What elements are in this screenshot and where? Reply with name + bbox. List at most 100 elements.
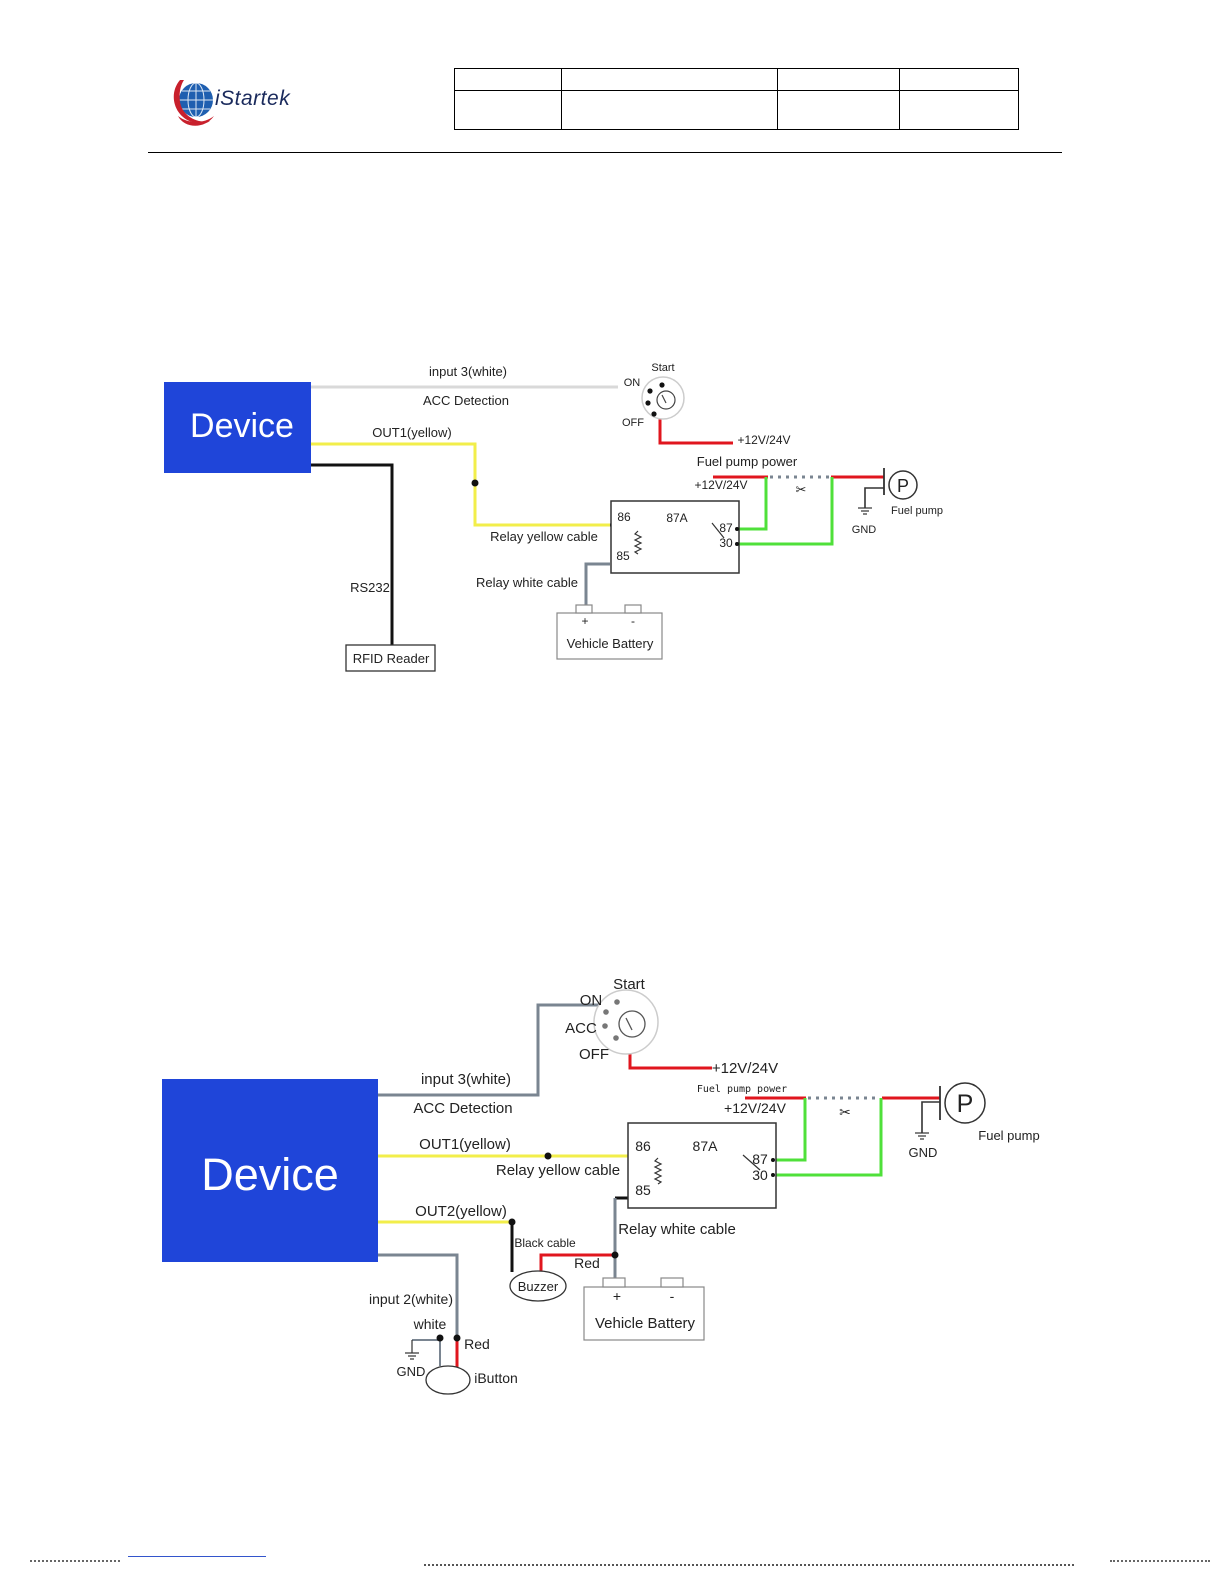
footer-link-underline[interactable]	[128, 1556, 266, 1557]
relay-yellow-label: Relay yellow cable	[490, 529, 598, 544]
header-cell	[454, 67, 562, 92]
input3-label: input 3(white)	[429, 364, 507, 379]
ignition-on-label: ON	[624, 377, 641, 389]
relay-87-green-wire	[738, 477, 768, 531]
globe-logo-icon	[173, 80, 214, 126]
fuel-pump-icon	[939, 1082, 986, 1124]
relay-switch-icon	[742, 1154, 761, 1171]
battery-minus-label: -	[670, 1288, 675, 1304]
fuel-pump-label: Fuel pump	[891, 505, 943, 517]
header-rule	[148, 152, 1062, 153]
fuel-pump-power-label: Fuel pump power	[697, 454, 798, 469]
fuel-pump-label: Fuel pump	[978, 1128, 1039, 1143]
battery-label: Vehicle Battery	[595, 1315, 696, 1332]
relay-coil-icon	[633, 530, 643, 555]
fuel-pump-power-label: Fuel pump power	[697, 1084, 787, 1095]
ground-icon	[405, 1340, 419, 1360]
relay-switch-icon	[711, 522, 725, 539]
pump-gnd-wire	[921, 1101, 940, 1133]
cut-scissors-icon: ✂	[839, 1104, 851, 1120]
rs232-black-wire	[311, 463, 394, 645]
ignition-switch-icon	[641, 376, 685, 420]
relay-86-label: 86	[617, 510, 631, 524]
junction-dot	[471, 479, 479, 487]
relay-87-label: 87	[719, 521, 733, 535]
junction-dot	[611, 1251, 619, 1259]
ignition-start-label: Start	[613, 976, 646, 993]
ground-icon	[915, 1132, 929, 1140]
relay-85-label: 85	[616, 549, 630, 563]
relay-coil-icon	[653, 1157, 663, 1185]
power-label-1: +12V/24V	[737, 433, 790, 447]
out1-yellow-wire	[311, 442, 610, 527]
pump-gnd-wire	[864, 487, 884, 508]
ignition-off-label: OFF	[622, 417, 644, 429]
footer-divider	[1110, 1560, 1210, 1562]
relay-white-label: Relay white cable	[476, 575, 578, 590]
device-box	[164, 382, 311, 473]
header-cell	[777, 67, 901, 92]
power-label-2: +12V/24V	[694, 478, 747, 492]
ibutton-label: iButton	[474, 1370, 518, 1386]
rfid-reader-label: RFID Reader	[353, 651, 430, 666]
wiring-diagram-ibutton: Device input 3(white) ACC Detection OUT1…	[162, 976, 1040, 1395]
relay-white-gray-wire	[584, 562, 610, 605]
junction-dot	[436, 1334, 444, 1342]
rfid-reader-box	[345, 644, 436, 672]
ignition-start-label: Start	[651, 362, 674, 374]
out1-label: OUT1(yellow)	[419, 1136, 511, 1153]
acc-detection-label: ACC Detection	[413, 1100, 512, 1117]
relay-85-label: 85	[635, 1182, 651, 1198]
pump-symbol: P	[957, 1090, 974, 1118]
relay-30-label: 30	[719, 536, 733, 550]
device-box	[162, 1079, 378, 1262]
company-logo: iStartek	[170, 72, 330, 132]
vehicle-battery	[583, 1277, 705, 1341]
ignition-on-label: ON	[580, 992, 603, 1009]
battery-plus-label: +	[581, 614, 588, 628]
black-cable-label: Black cable	[514, 1236, 576, 1250]
relay-30-green-wire	[772, 1098, 883, 1177]
junction-dot	[453, 1334, 461, 1342]
ignition-switch-icon	[593, 989, 659, 1055]
relay-30-label: 30	[752, 1167, 768, 1183]
ignition-acc-label: ACC	[565, 1020, 597, 1037]
page-header: iStartek	[0, 0, 1225, 160]
power-label-2: +12V/24V	[724, 1100, 787, 1116]
relay-87-green-wire	[772, 1098, 807, 1162]
red2-label: Red	[464, 1336, 490, 1352]
fuel-pump-icon	[883, 468, 918, 500]
device-label: Device	[201, 1149, 339, 1200]
logo-text: iStartek	[215, 87, 291, 110]
acc-detection-label: ACC Detection	[423, 393, 509, 408]
relay-30-green-wire	[738, 477, 834, 546]
vehicle-battery	[556, 604, 663, 660]
relay-box	[610, 500, 740, 574]
device-label: Device	[190, 407, 294, 445]
header-cell	[777, 90, 901, 130]
header-cell	[560, 67, 779, 92]
buzzer-icon	[509, 1270, 567, 1302]
pump-symbol: P	[897, 476, 909, 496]
cut-scissors-icon: ✂	[796, 482, 807, 497]
gnd2-label: GND	[397, 1364, 426, 1379]
relay-box	[627, 1122, 777, 1209]
relay-yellow-label: Relay yellow cable	[496, 1162, 620, 1179]
relay-87a-label: 87A	[693, 1138, 719, 1154]
header-cell	[899, 67, 1019, 92]
rs232-label: RS232	[350, 580, 390, 595]
ignition-off-label: OFF	[579, 1046, 609, 1063]
gnd-label: GND	[909, 1145, 938, 1160]
input2-label: input 2(white)	[369, 1291, 453, 1307]
battery-minus-label: -	[631, 614, 635, 628]
header-info-table	[454, 67, 1019, 130]
white-label: white	[413, 1316, 447, 1332]
relay-87-label: 87	[752, 1151, 768, 1167]
buzzer-red-wire	[539, 1253, 615, 1275]
ibutton-icon	[425, 1365, 471, 1395]
header-cell	[560, 90, 779, 130]
input2-gray-wire	[378, 1253, 459, 1338]
power-label-1: +12V/24V	[712, 1060, 778, 1077]
battery-plus-label: +	[613, 1288, 621, 1304]
battery-label: Vehicle Battery	[567, 636, 654, 651]
